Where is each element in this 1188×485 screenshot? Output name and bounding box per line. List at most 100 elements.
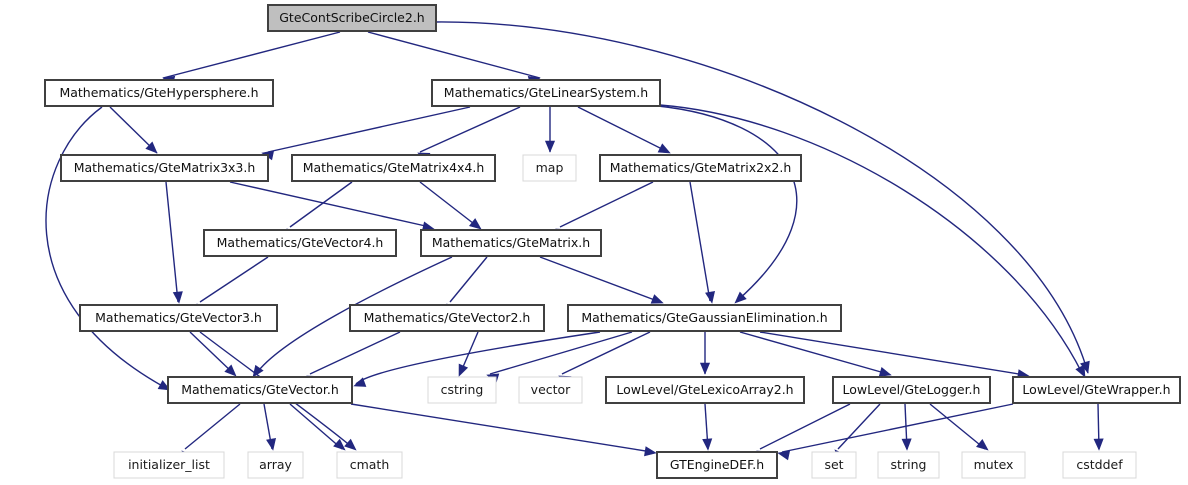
node-box[interactable] — [267, 4, 437, 32]
node-label: Mathematics/GteMatrix.h — [432, 235, 590, 250]
arrow-head-icon — [172, 291, 183, 304]
node-cmath[interactable]: cmath — [336, 451, 403, 479]
node-box[interactable] — [247, 451, 304, 479]
node-label: cstddef — [1076, 457, 1123, 472]
edge-line — [781, 403, 1014, 453]
node-gauss[interactable]: Mathematics/GteGaussianElimination.h — [567, 304, 842, 332]
node-vec2[interactable]: Mathematics/GteVector2.h — [349, 304, 545, 332]
node-root[interactable]: GteContScribeCircle2.h — [267, 4, 437, 32]
edge-root-to-linsys — [367, 31, 541, 86]
edge-lexico-to-gtedef — [702, 403, 713, 451]
node-mat4[interactable]: Mathematics/GteMatrix4x4.h — [291, 154, 496, 182]
arrow-head-icon — [699, 362, 711, 375]
node-box[interactable] — [811, 451, 857, 479]
edge-linsys-to-mat2 — [577, 106, 671, 154]
node-string[interactable]: string — [877, 451, 940, 479]
node-box[interactable] — [656, 451, 778, 479]
node-linsys[interactable]: Mathematics/GteLinearSystem.h — [431, 79, 661, 107]
node-mutex[interactable]: mutex — [961, 451, 1026, 479]
edge-line — [189, 331, 235, 375]
node-box[interactable] — [605, 376, 805, 404]
node-box[interactable] — [291, 154, 496, 182]
edge-linsys-to-gauss — [657, 105, 798, 304]
node-box[interactable] — [349, 304, 545, 332]
edge-line — [165, 181, 179, 303]
node-initlist[interactable]: initializer_list — [113, 451, 225, 479]
node-box[interactable] — [567, 304, 842, 332]
node-box[interactable] — [1062, 451, 1137, 479]
node-box[interactable] — [431, 79, 661, 107]
node-box[interactable] — [113, 451, 225, 479]
node-lexico[interactable]: LowLevel/GteLexicoArray2.h — [605, 376, 805, 404]
node-vector[interactable]: vector — [518, 376, 583, 404]
edge-line — [759, 331, 1026, 376]
node-label: Mathematics/GteVector4.h — [217, 235, 384, 250]
node-vec4[interactable]: Mathematics/GteVector4.h — [203, 229, 397, 257]
node-label: LowLevel/GteWrapper.h — [1022, 382, 1170, 397]
arrow-head-icon — [705, 290, 716, 304]
node-label: Mathematics/GteLinearSystem.h — [444, 85, 648, 100]
node-map[interactable]: map — [522, 154, 577, 182]
arrow-head-icon — [157, 380, 171, 391]
node-vec[interactable]: Mathematics/GteVector.h — [167, 376, 353, 404]
node-box[interactable] — [522, 154, 577, 182]
edge-line — [289, 181, 353, 228]
arrow-head-icon — [266, 437, 277, 451]
edge-line — [267, 106, 471, 153]
edge-mat3-to-matrix — [229, 181, 435, 232]
edge-line — [489, 331, 633, 375]
node-label: LowLevel/GteLexicoArray2.h — [616, 382, 793, 397]
node-box[interactable] — [599, 154, 802, 182]
node-box[interactable] — [44, 79, 274, 107]
edge-mat2-to-gauss — [689, 181, 716, 304]
node-box[interactable] — [79, 304, 278, 332]
node-label: Mathematics/GteVector.h — [181, 382, 339, 397]
node-label: map — [536, 160, 564, 175]
arrow-head-icon — [1075, 364, 1086, 378]
node-vec3[interactable]: Mathematics/GteVector3.h — [79, 304, 278, 332]
edge-gauss-to-lexico — [699, 332, 711, 375]
node-label: array — [259, 457, 292, 472]
node-box[interactable] — [961, 451, 1026, 479]
edge-line — [184, 403, 241, 450]
edge-line — [837, 403, 881, 450]
node-logger[interactable]: LowLevel/GteLogger.h — [832, 376, 991, 404]
node-mat2[interactable]: Mathematics/GteMatrix2x2.h — [599, 154, 802, 182]
node-gtedef[interactable]: GTEngineDEF.h — [656, 451, 778, 479]
node-matrix[interactable]: Mathematics/GteMatrix.h — [420, 229, 602, 257]
node-cstddef[interactable]: cstddef — [1062, 451, 1137, 479]
node-label: vector — [531, 382, 572, 397]
arrow-head-icon — [702, 438, 713, 451]
edge-line — [449, 256, 488, 303]
arrow-head-icon — [333, 438, 346, 451]
edge-line — [929, 403, 986, 450]
node-box[interactable] — [427, 376, 497, 404]
edge-line — [689, 181, 711, 302]
node-box[interactable] — [1012, 376, 1181, 404]
edge-gauss-to-vec — [353, 331, 601, 387]
arrow-head-icon — [657, 143, 671, 154]
node-box[interactable] — [518, 376, 583, 404]
node-wrapper[interactable]: LowLevel/GteWrapper.h — [1012, 376, 1181, 404]
node-box[interactable] — [832, 376, 991, 404]
node-label: Mathematics/GteHypersphere.h — [59, 85, 258, 100]
node-box[interactable] — [877, 451, 940, 479]
node-box[interactable] — [60, 154, 269, 182]
edge-line — [659, 104, 1083, 374]
edge-line — [419, 181, 479, 228]
node-box[interactable] — [420, 229, 602, 257]
node-mat3[interactable]: Mathematics/GteMatrix3x3.h — [60, 154, 269, 182]
node-hyper[interactable]: Mathematics/GteHypersphere.h — [44, 79, 274, 107]
node-label: string — [891, 457, 927, 472]
edge-line — [559, 181, 654, 228]
node-set[interactable]: set — [811, 451, 857, 479]
node-array[interactable]: array — [247, 451, 304, 479]
node-box[interactable] — [167, 376, 353, 404]
arrow-head-icon — [976, 438, 989, 451]
node-box[interactable] — [203, 229, 397, 257]
node-box[interactable] — [336, 451, 403, 479]
edge-line — [309, 331, 401, 375]
node-cstring[interactable]: cstring — [427, 376, 497, 404]
edge-line — [229, 181, 431, 228]
